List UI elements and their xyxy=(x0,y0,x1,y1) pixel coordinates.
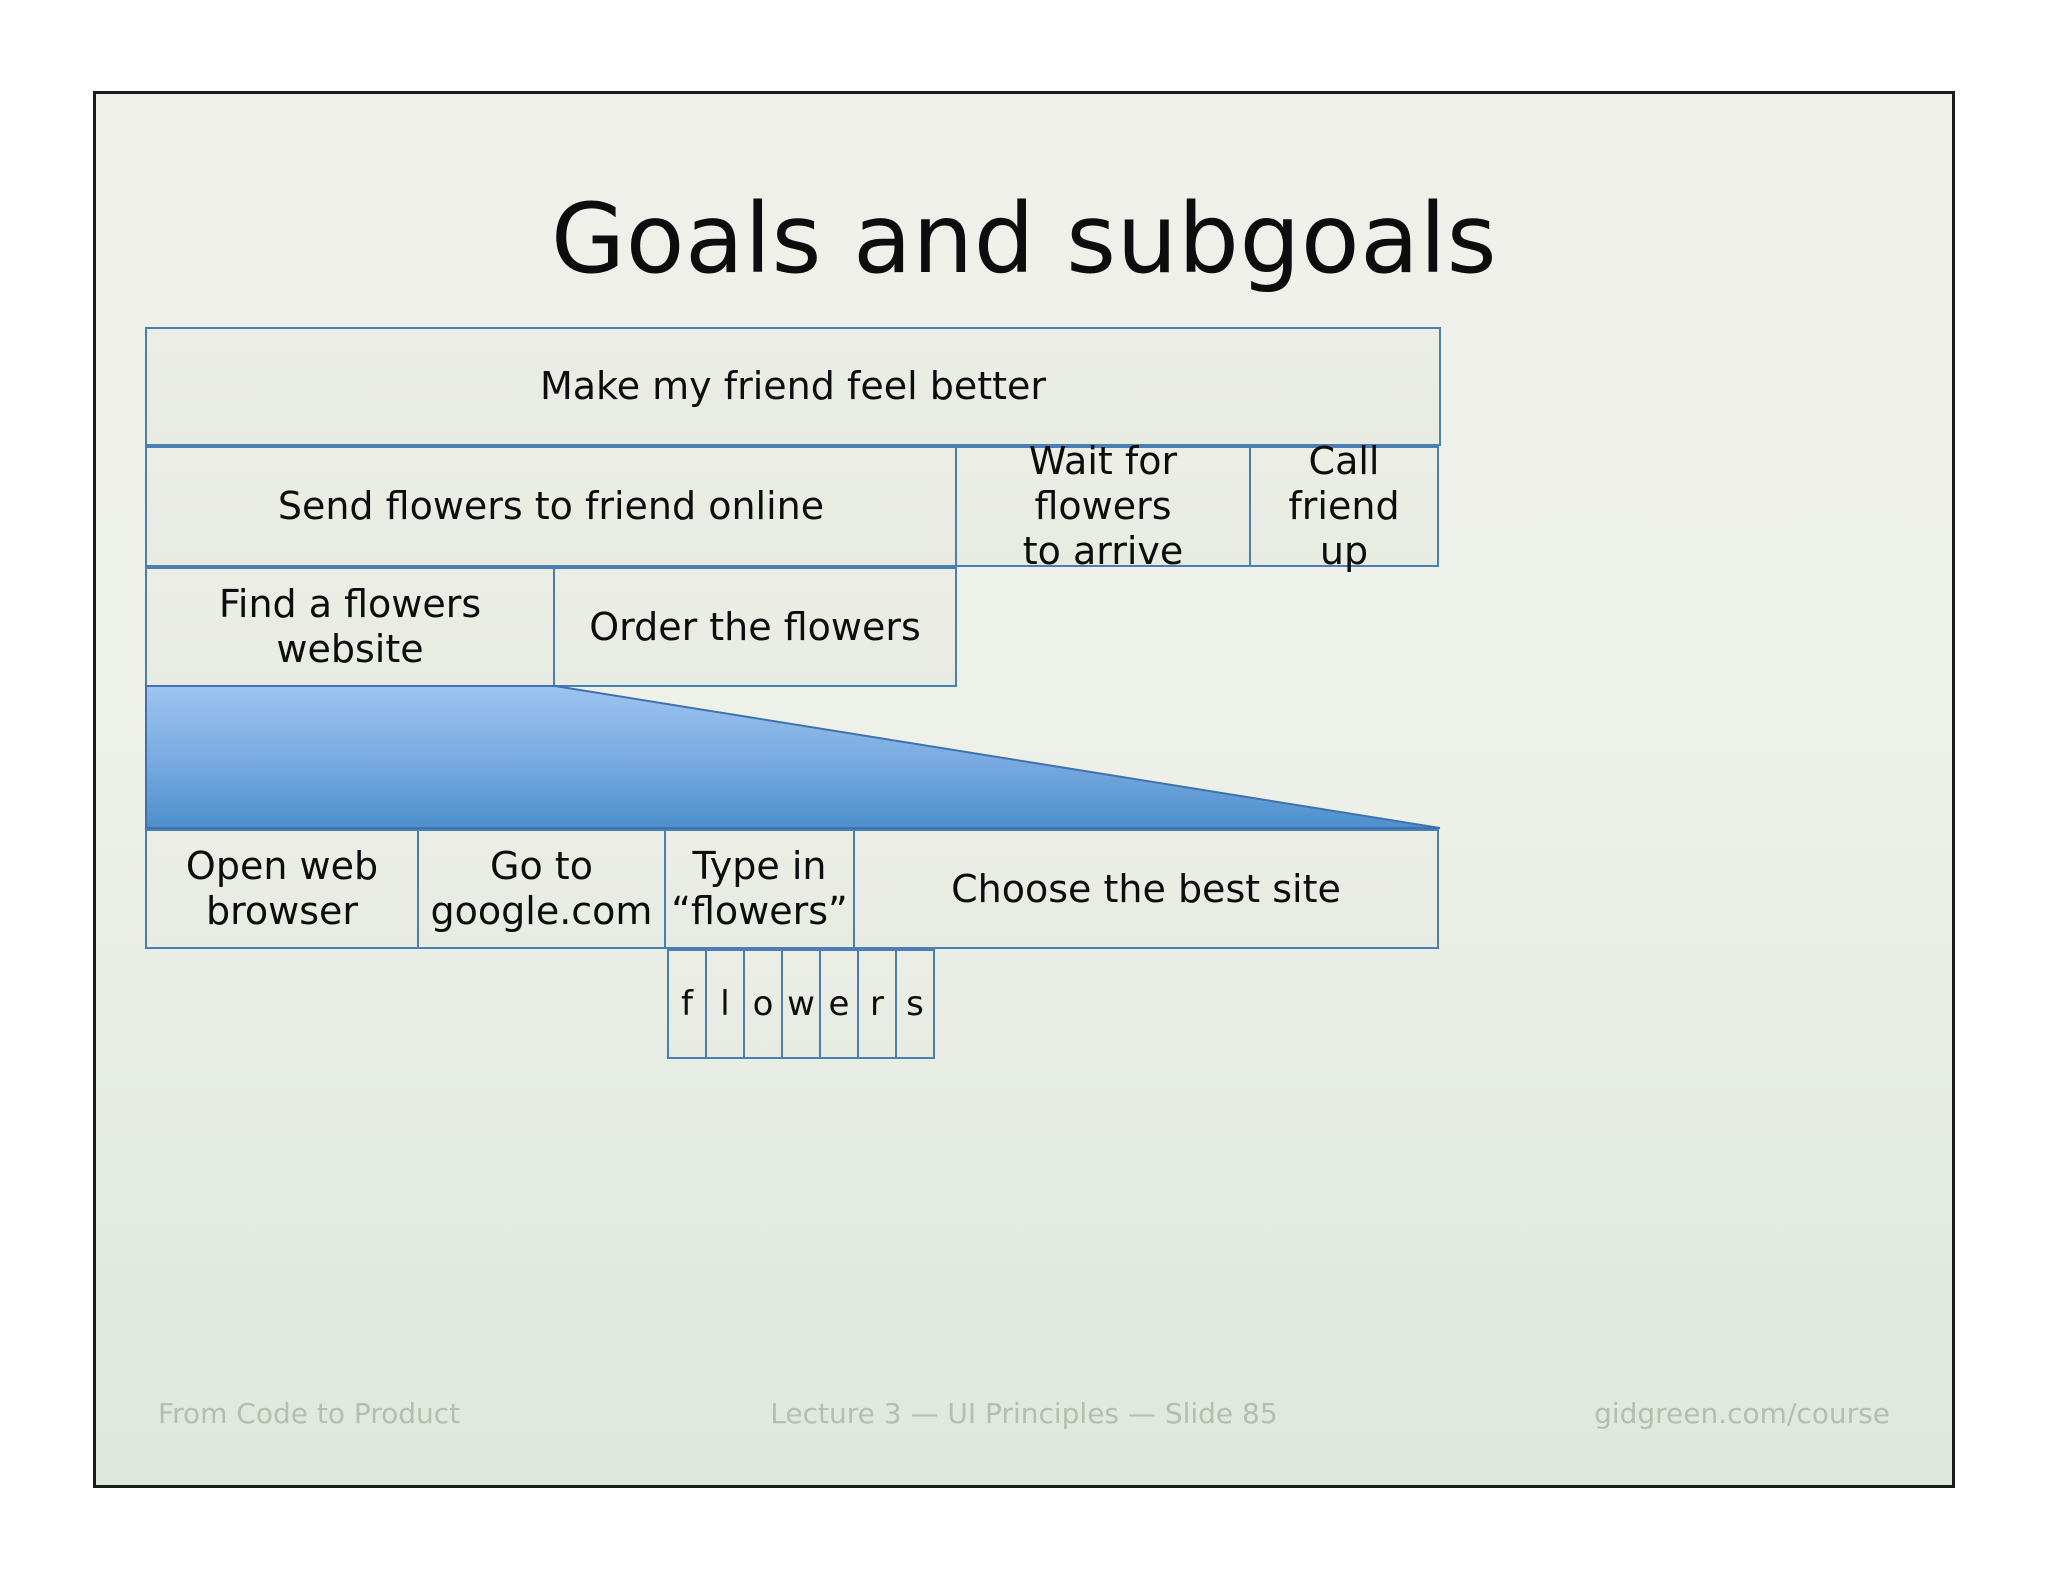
goal-row: Make my friend feel better xyxy=(145,327,1441,446)
expand-connector-shape xyxy=(145,685,1441,829)
subsubgoal-row: Find a flowers website Order the flowers xyxy=(145,567,1441,687)
action-box-type-in-flowers[interactable]: Type in “flowers” xyxy=(664,829,855,949)
footer-website-link[interactable]: gidgreen.com/course xyxy=(1594,1397,1890,1430)
slide-footer: From Code to Product Lecture 3 — UI Prin… xyxy=(96,1397,1952,1437)
subgoal-box-call-friend-up[interactable]: Call friend up xyxy=(1249,439,1439,573)
footer-course-name: From Code to Product xyxy=(158,1397,461,1430)
goal-box[interactable]: Make my friend feel better xyxy=(145,327,1441,446)
subsubgoal-box-order-flowers[interactable]: Order the flowers xyxy=(553,567,957,687)
subsubgoal-box-find-website[interactable]: Find a flowers website xyxy=(145,567,555,687)
subgoal-box-wait-for-flowers[interactable]: Wait for flowers to arrive xyxy=(955,439,1251,573)
keystroke-box[interactable]: o xyxy=(743,949,783,1059)
subgoal-box-send-flowers[interactable]: Send flowers to friend online xyxy=(145,446,957,567)
action-box-go-to-google[interactable]: Go to google.com xyxy=(417,829,666,949)
goal-hierarchy-diagram: Make my friend feel better Send flowers … xyxy=(145,327,1441,1337)
keystroke-row: f l o w e r s xyxy=(667,949,935,1059)
connector-polygon xyxy=(145,685,1441,829)
footer-slide-info: Lecture 3 — UI Principles — Slide 85 xyxy=(770,1397,1278,1430)
keystroke-box[interactable]: s xyxy=(895,949,935,1059)
action-box-open-web-browser[interactable]: Open web browser xyxy=(145,829,419,949)
keystroke-box[interactable]: r xyxy=(857,949,897,1059)
slide-canvas: Goals and subgoals Make my friend feel b… xyxy=(93,91,1955,1488)
keystroke-box[interactable]: e xyxy=(819,949,859,1059)
subgoal-row: Send flowers to friend online Wait for f… xyxy=(145,439,1441,573)
action-box-choose-best-site[interactable]: Choose the best site xyxy=(853,829,1439,949)
keystroke-box[interactable]: f xyxy=(667,949,707,1059)
action-row: Open web browser Go to google.com Type i… xyxy=(145,829,1441,949)
page-title: Goals and subgoals xyxy=(550,183,1498,295)
keystroke-box[interactable]: l xyxy=(705,949,745,1059)
keystroke-box[interactable]: w xyxy=(781,949,821,1059)
